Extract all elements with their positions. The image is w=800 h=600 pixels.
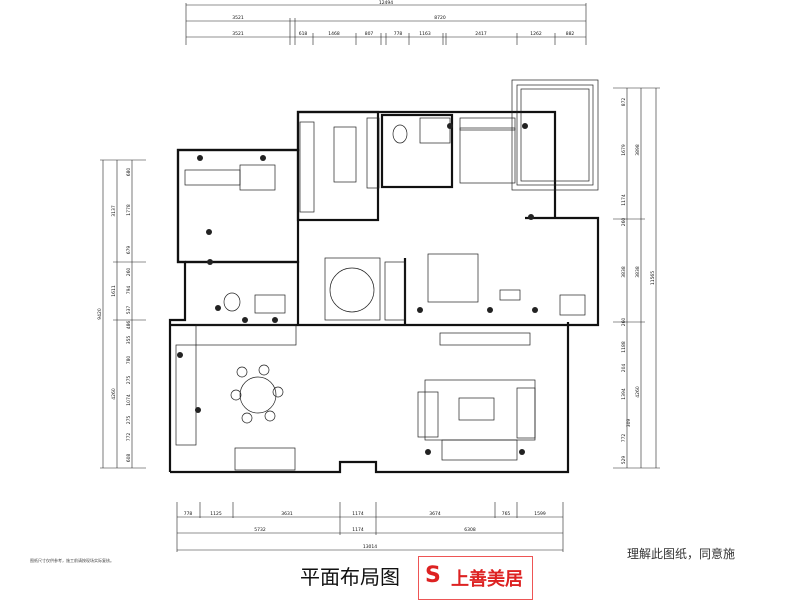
company-stamp: S 上善美居 bbox=[418, 556, 533, 600]
dim-bottom: 778 bbox=[184, 511, 193, 517]
dim-top: 807 bbox=[365, 31, 374, 37]
dim-left: 486 bbox=[126, 321, 132, 330]
dim-right: 3838 bbox=[635, 266, 641, 278]
dim-left: 780 bbox=[126, 356, 132, 365]
dim-left: 275 bbox=[126, 376, 132, 385]
dim-top: 8720 bbox=[434, 15, 446, 21]
dim-left: 1778 bbox=[126, 204, 132, 216]
dim-right: 1394 bbox=[621, 388, 627, 400]
right-dimensions: 11565 3898 3838 4260 872 1679 1174 260 3… bbox=[613, 87, 660, 469]
dim-top: 3521 bbox=[232, 15, 244, 21]
dim-right: 3898 bbox=[635, 144, 641, 156]
dim-left: 679 bbox=[126, 246, 132, 255]
dim-right: 4260 bbox=[635, 386, 641, 398]
dim-left: 772 bbox=[126, 433, 132, 442]
furniture bbox=[175, 117, 586, 471]
dim-top: 882 bbox=[566, 31, 575, 37]
kitchen-counter bbox=[195, 324, 297, 346]
bed bbox=[459, 127, 516, 184]
bottom-dimensions: 778 1125 3631 1174 3674 765 1599 5732 11… bbox=[176, 502, 564, 552]
stamp-text: 上善美居 bbox=[451, 569, 523, 590]
dim-right: 772 bbox=[621, 434, 627, 443]
dim-left: 608 bbox=[126, 454, 132, 463]
toilet bbox=[223, 292, 241, 312]
dim-bottom: 1125 bbox=[210, 511, 222, 517]
dim-top: 1262 bbox=[530, 31, 542, 37]
dim-left: 680 bbox=[126, 168, 132, 177]
dim-bottom: 1599 bbox=[534, 511, 546, 517]
note-left: 图纸尺寸仅供参考，施工前请按现场实际复核。 bbox=[30, 558, 114, 563]
dim-left: 537 bbox=[126, 306, 132, 315]
dim-top: 3521 bbox=[232, 31, 244, 37]
dim-bottom: 1174 bbox=[352, 527, 364, 533]
dim-top-total: 12494 bbox=[379, 0, 393, 6]
dim-right: 260 bbox=[621, 318, 627, 327]
dim-top: 778 bbox=[394, 31, 403, 37]
walls bbox=[168, 79, 600, 474]
dim-bottom: 3631 bbox=[281, 511, 293, 517]
dim-left: 260 bbox=[126, 268, 132, 277]
note-right: 理解此图纸，同意施 bbox=[627, 547, 736, 561]
dim-bottom: 1174 bbox=[352, 511, 364, 517]
dim-right: 309 bbox=[626, 419, 632, 428]
dim-top: 618 bbox=[299, 31, 308, 37]
stamp-logo-icon: S bbox=[425, 563, 441, 588]
dim-left: 3137 bbox=[111, 205, 117, 217]
tv-cabinet bbox=[439, 332, 531, 346]
dim-left-total: 9420 bbox=[97, 308, 103, 320]
dim-right: 1679 bbox=[621, 144, 627, 156]
dim-left: 4260 bbox=[111, 388, 117, 400]
dining-table bbox=[239, 376, 277, 414]
drawing-title: 平面布局图 bbox=[300, 565, 400, 589]
dim-right: 260 bbox=[621, 218, 627, 227]
dim-right: 204 bbox=[621, 364, 627, 373]
coffee-table bbox=[458, 397, 495, 421]
sofa bbox=[441, 439, 518, 461]
dim-right: 3838 bbox=[621, 266, 627, 278]
dim-left: 1611 bbox=[111, 285, 117, 297]
bed-2 bbox=[427, 253, 479, 303]
dim-top: 1468 bbox=[328, 31, 340, 37]
dim-left: 1074 bbox=[126, 394, 132, 406]
dim-right: 529 bbox=[621, 456, 627, 465]
dim-right: 872 bbox=[621, 98, 627, 107]
dim-bottom: 3674 bbox=[429, 511, 441, 517]
dim-top: 1163 bbox=[419, 31, 431, 37]
desk bbox=[333, 126, 357, 183]
dim-top: 2417 bbox=[475, 31, 487, 37]
top-dimensions: 12494 3521 8720 3521 618 1468 807 778 11… bbox=[185, 0, 587, 45]
dim-bottom-total: 13014 bbox=[363, 544, 377, 550]
dim-bottom: 6308 bbox=[464, 527, 476, 533]
stair bbox=[324, 257, 381, 321]
dim-bottom: 5732 bbox=[254, 527, 266, 533]
dim-bottom: 765 bbox=[502, 511, 511, 517]
dim-left: 275 bbox=[126, 416, 132, 425]
dim-right-total: 11565 bbox=[650, 271, 656, 285]
dim-left: 355 bbox=[126, 336, 132, 345]
dim-right: 1174 bbox=[621, 194, 627, 206]
left-dimensions: 9420 3137 1611 4260 680 1778 679 260 794… bbox=[97, 159, 146, 469]
dim-right: 1188 bbox=[621, 341, 627, 353]
dim-left: 794 bbox=[126, 286, 132, 295]
